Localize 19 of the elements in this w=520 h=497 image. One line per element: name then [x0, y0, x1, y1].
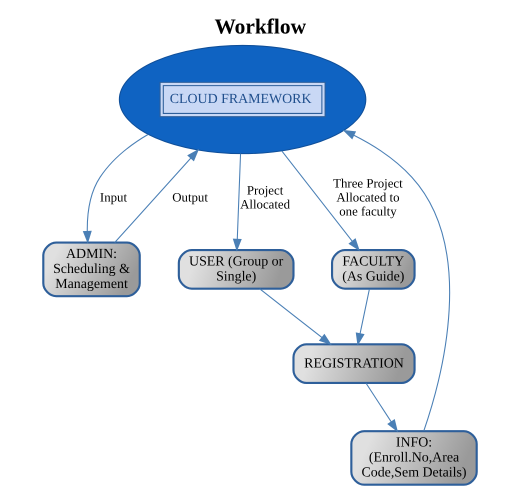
- edge-label: Input: [100, 190, 128, 204]
- diagram-title: Workflow: [214, 14, 306, 38]
- arrow: [82, 133, 148, 244]
- node-box: ADMIN: Scheduling & Management: [42, 241, 141, 297]
- arrow: [114, 148, 200, 242]
- node-box: INFO: (Enroll.No,Area Code,Sem Details): [350, 430, 478, 486]
- arrow: [342, 129, 450, 430]
- node-box: FACULTY (As Guide): [330, 248, 416, 290]
- arrow: [232, 153, 242, 252]
- arrow: [259, 288, 332, 345]
- arrow: [366, 382, 398, 432]
- edge-label: Output: [172, 190, 208, 204]
- arrow: [356, 288, 370, 346]
- node-box: REGISTRATION: [292, 342, 416, 384]
- arrow: [281, 150, 360, 251]
- edge-label: Project Allocated: [240, 182, 290, 211]
- edge-label: Three Project Allocated to one faculty: [333, 176, 403, 218]
- node-ellipse: CLOUD FRAMEWORK: [118, 44, 366, 154]
- node-box: USER (Group or Single): [178, 248, 295, 290]
